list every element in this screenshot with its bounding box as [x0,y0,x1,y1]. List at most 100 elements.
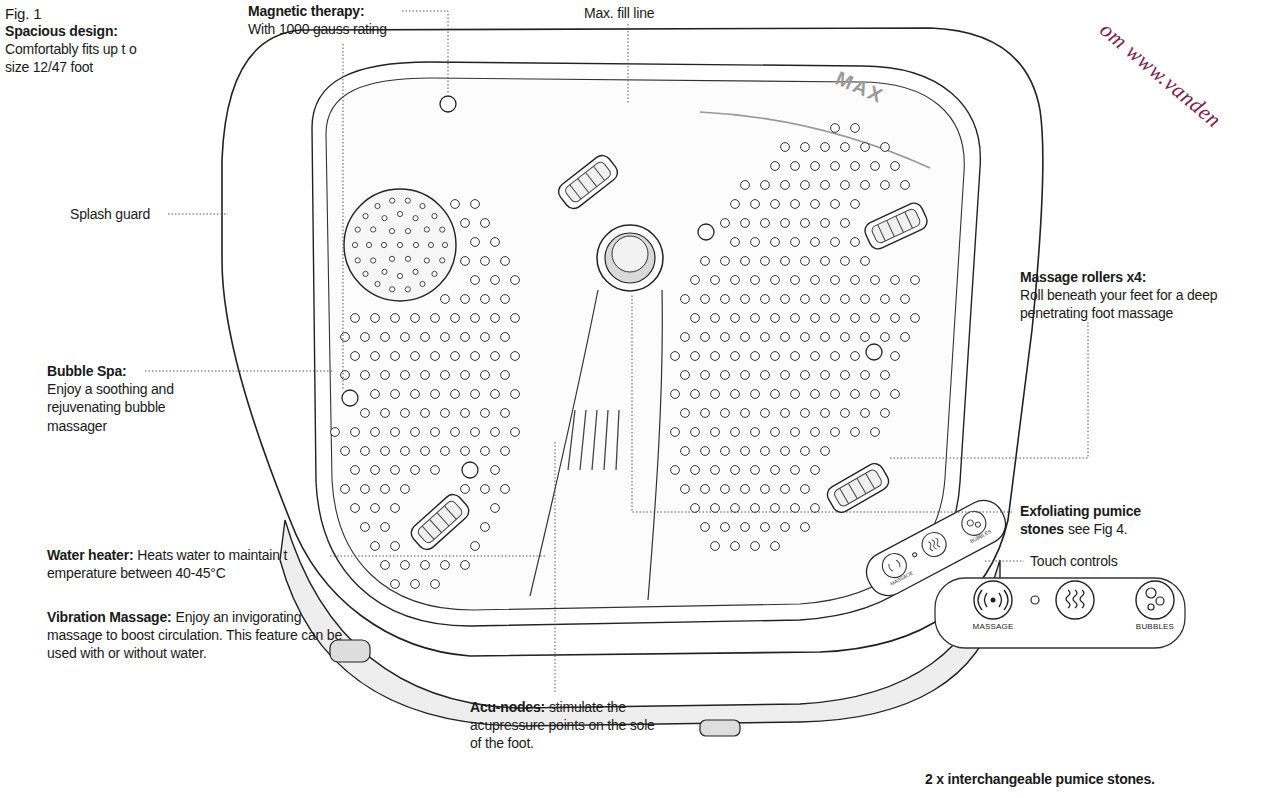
acu-node [901,333,910,342]
acu-node [801,295,810,304]
acu-node [851,124,860,133]
bubble-hole [371,258,376,263]
acu-node [751,542,760,551]
acu-node [791,314,800,323]
callout-text: Touch controls [1030,553,1117,569]
acu-node [711,276,720,285]
acu-node [701,257,710,266]
acu-nodes [331,124,920,589]
acu-node [851,390,860,399]
acu-node [861,143,870,152]
acu-node [841,219,850,228]
acu-node [701,295,710,304]
ridge-fins [568,410,619,470]
acu-node [771,504,780,513]
bubble-hole [389,256,394,261]
acu-node [781,523,790,532]
acu-node [891,390,900,399]
acu-node [371,428,380,437]
bubble-hole [355,258,360,263]
acu-node [811,504,820,513]
acu-node [471,238,480,247]
acu-node [781,295,790,304]
acu-node [711,504,720,513]
acu-node [511,390,520,399]
bubble-hole [389,229,394,234]
acu-node [471,390,480,399]
acu-node [381,485,390,494]
bubble-hole [405,287,410,292]
acu-node [461,561,470,570]
bubble-hole [352,242,357,247]
acu-node [671,352,680,361]
callout-text: With 1000 gauss rating [248,20,458,38]
acu-node [841,371,850,380]
acu-node [841,257,850,266]
acu-node [741,181,750,190]
acu-node [751,504,760,513]
acu-node [491,352,500,361]
acu-node [761,333,770,342]
acu-node [801,523,810,532]
acu-node [711,314,720,323]
acu-node [801,257,810,266]
watermark: om www.vanden [1095,17,1226,133]
bubble-hole [442,242,447,247]
acu-node [391,428,400,437]
callout-heading: Bubble Spa: [47,362,208,380]
acu-node [391,352,400,361]
acu-node [821,333,830,342]
max-fill-line [700,112,930,168]
callout-text: Roll beneath your feet for a deep penetr… [1020,286,1272,322]
acu-node [871,428,880,437]
bubble-hole [366,242,371,247]
acu-node [751,428,760,437]
button-label-group: BUBBLES [1125,623,1185,631]
acu-node [711,542,720,551]
acu-node [351,466,360,475]
acu-node [361,333,370,342]
acu-node [731,314,740,323]
bubble-hole [390,198,395,203]
acu-node [861,333,870,342]
acu-node [491,428,500,437]
acu-node [741,219,750,228]
bubble-hole [375,281,380,286]
spa-foot [330,640,370,662]
bubble-hole [390,287,395,292]
acu-node [711,352,720,361]
acu-node [481,219,490,228]
acu-node [721,257,730,266]
bubble-hole [397,242,402,247]
acu-node [701,371,710,380]
acu-node [881,333,890,342]
acu-node [491,238,500,247]
acu-node [761,523,770,532]
acu-node [771,238,780,247]
acu-node [771,390,780,399]
callout-heading: Acu-nodes: [470,699,545,715]
acu-node [771,352,780,361]
acu-node [391,466,400,475]
acu-node [871,314,880,323]
figure-number-group: Fig. 1 [5,4,95,24]
spa-foot [700,720,740,736]
acu-node [351,352,360,361]
acu-node [781,219,790,228]
button-label: MASSAGE [889,570,914,587]
acu-node [731,466,740,475]
acu-node [811,200,820,209]
acu-node [771,276,780,285]
acu-node [761,485,770,494]
bubble-hole [382,269,387,274]
acu-node [881,143,890,152]
acu-node [511,314,520,323]
acu-node [481,447,490,456]
acu-node [441,371,450,380]
acu-node [821,219,830,228]
acu-node [741,295,750,304]
acu-node [391,390,400,399]
button-label: BUBBLES [1136,622,1174,631]
acu-node [811,428,820,437]
